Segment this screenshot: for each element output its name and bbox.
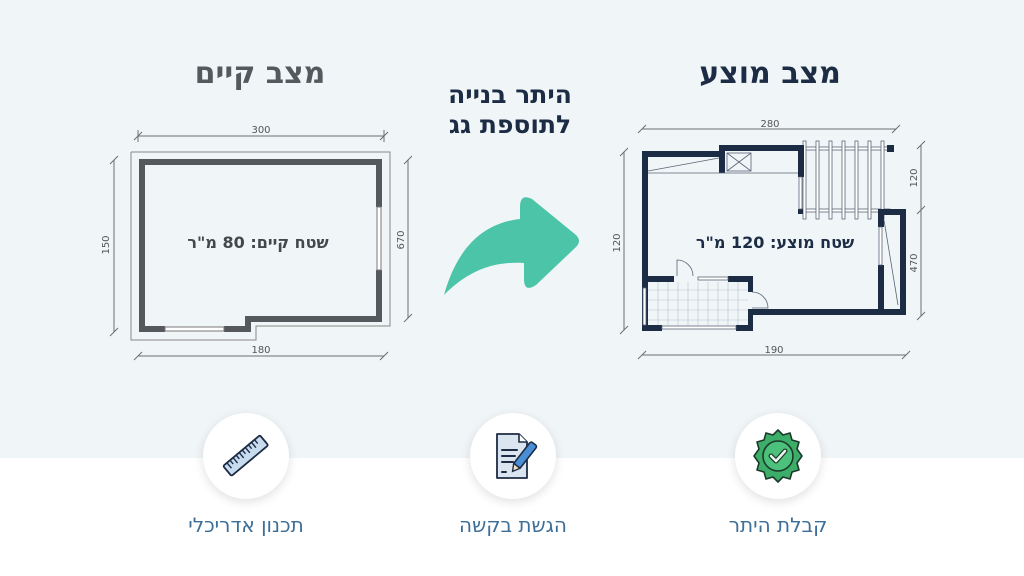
center-title-line2: לתוספת גג [448,110,572,139]
step-circle [735,413,821,499]
step-architectural-planning: תכנון אדריכלי [146,413,346,537]
existing-dim-right: 670 [396,230,407,249]
existing-area-label: שטח קיים: 80 מ"ר [187,233,328,252]
proposed-dim-left: 120 [612,233,623,252]
step-submit-request: הגשת בקשה [413,413,613,537]
proposed-dim-right-bottom: 470 [909,253,920,272]
existing-dim-top: 300 [251,125,270,136]
existing-title: מצב קיים [194,56,326,91]
center-title-line1: היתר בנייה [448,80,572,109]
step-label: תכנון אדריכלי [188,513,304,537]
step-label: הגשת בקשה [459,513,567,537]
existing-dim-bottom: 180 [251,345,270,356]
proposed-title: מצב מוצע [699,56,841,91]
proposed-dim-right-top: 120 [909,168,920,187]
step-circle [203,413,289,499]
existing-dim-left: 150 [101,235,112,254]
curved-arrow-icon [440,185,585,304]
step-label: קבלת היתר [728,513,828,537]
proposed-dim-top: 280 [760,119,779,130]
proposed-floor-plan: 280 190 120 120 470 שטח מוצע: 120 מ"ר [600,110,940,370]
step-permit-received: קבלת היתר [678,413,878,537]
approved-badge-icon [753,429,803,483]
step-circle [470,413,556,499]
proposed-dim-bottom: 190 [764,345,783,356]
document-pen-icon [496,433,538,479]
existing-floor-plan: 300 180 150 670 שטח קיים: 80 מ"ר [100,118,420,368]
ruler-icon [222,434,269,477]
center-title: היתר בנייה לתוספת גג [410,80,610,140]
proposed-area-label: שטח מוצע: 120 מ"ר [696,233,854,252]
